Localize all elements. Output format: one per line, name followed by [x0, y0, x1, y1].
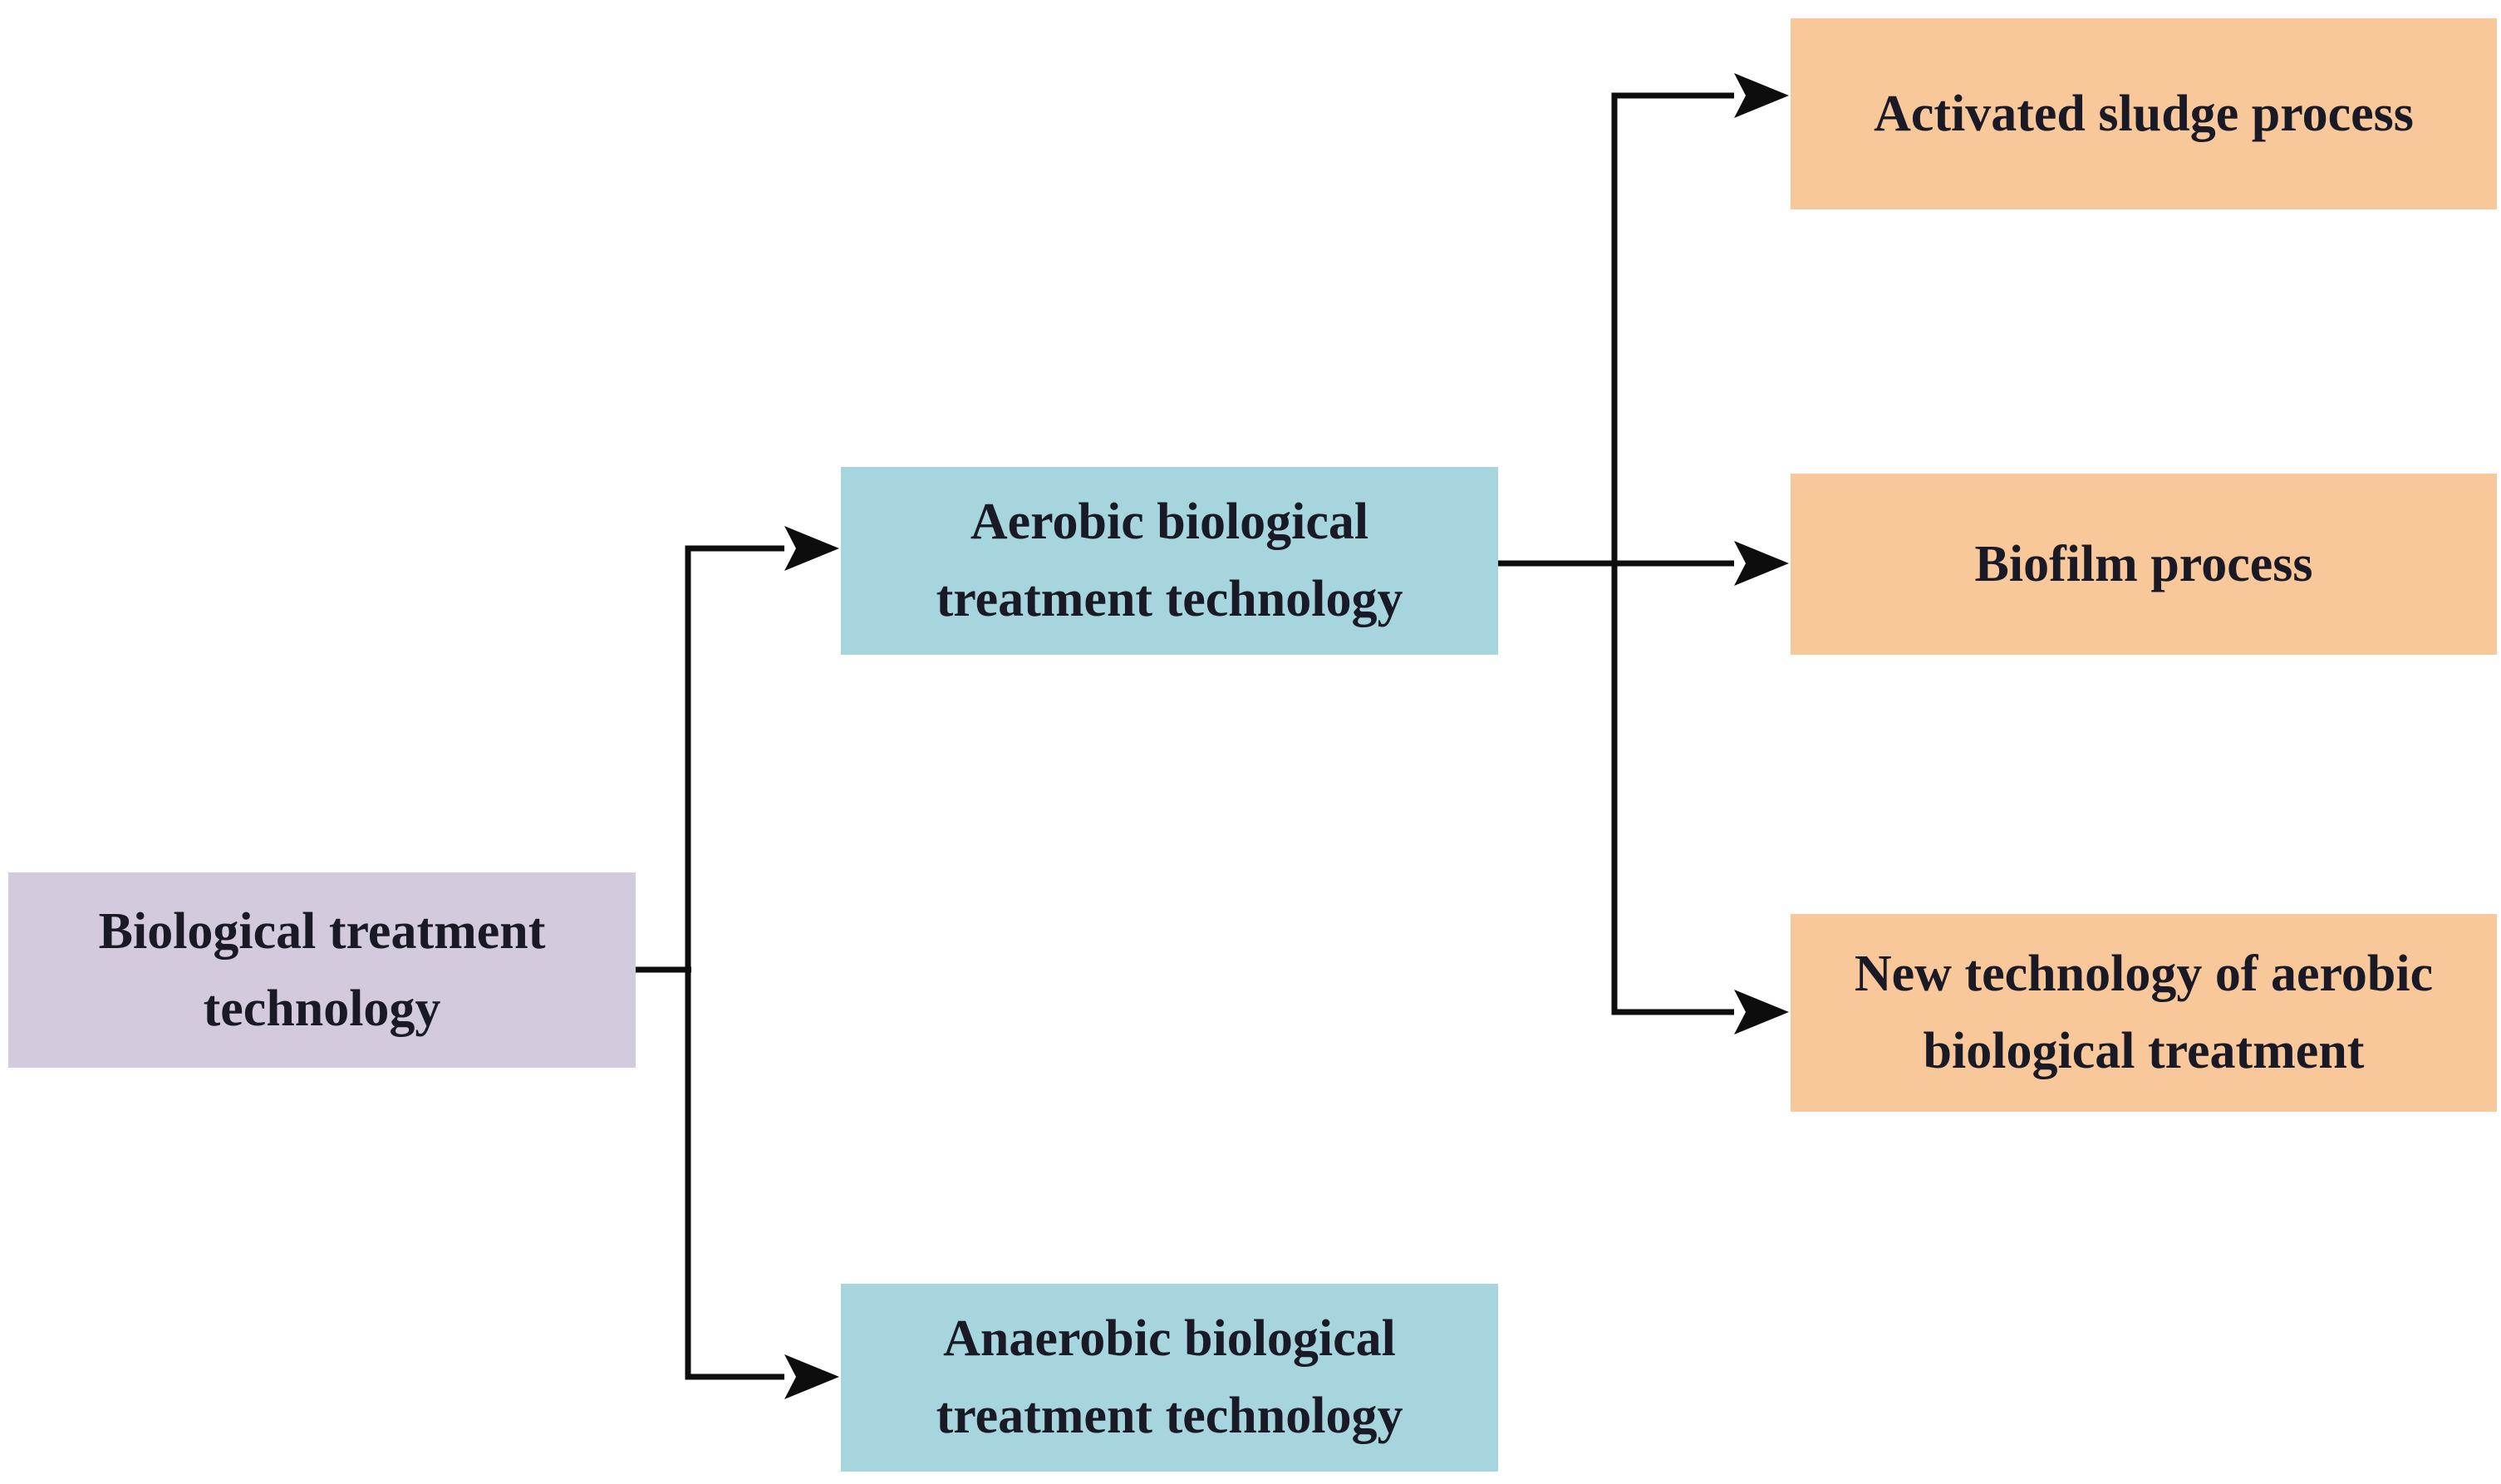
node-biological-treatment-technology: Biological treatment technology	[8, 872, 636, 1068]
node-new-technology-label: New technology of aerobic biological tre…	[1854, 946, 2434, 1079]
node-biological-treatment-technology-label: Biological treatment technology	[98, 902, 546, 1037]
node-activated-sludge-label: Activated sludge process	[1874, 85, 2414, 142]
node-new-technology-of-aerobic-biological-treatment: New technology of aerobic biological tre…	[1791, 914, 2497, 1112]
node-biofilm-process: Biofilm process	[1791, 474, 2497, 655]
node-activated-sludge-process: Activated sludge process	[1791, 18, 2497, 209]
node-anaerobic-biological-treatment-technology: Anaerobic biological treatment technolog…	[841, 1284, 1498, 1472]
node-anaerobic-label: Anaerobic biological treatment technolog…	[936, 1310, 1403, 1444]
node-biofilm-label: Biofilm process	[1974, 535, 2313, 592]
node-aerobic-label: Aerobic biological treatment technology	[936, 494, 1403, 627]
node-aerobic-biological-treatment-technology: Aerobic biological treatment technology	[841, 467, 1498, 655]
